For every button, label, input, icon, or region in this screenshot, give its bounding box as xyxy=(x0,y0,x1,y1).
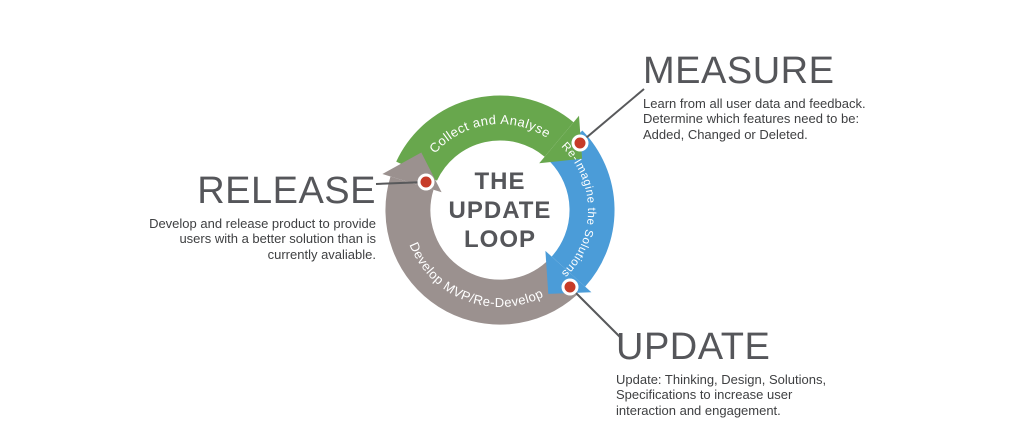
collect-analyse-arrowhead-icon xyxy=(539,115,583,164)
reimagine-solutions-arrowhead-icon xyxy=(545,250,592,294)
measure-description-line-1: Learn from all user data and feedback. xyxy=(643,95,866,111)
center-title-line-1: THE xyxy=(474,168,526,195)
measure-heading: MEASURE xyxy=(643,50,835,92)
measure-callout: MEASURE Learn from all user data and fee… xyxy=(643,50,866,142)
center-title-line-3: LOOP xyxy=(463,226,536,253)
update-description-line-1: Update: Thinking, Design, Solutions, xyxy=(616,371,827,387)
update-marker-dot xyxy=(561,278,579,296)
measure-description: Learn from all user data and feedback. D… xyxy=(643,96,866,143)
release-description-line-1: Develop and release product to provide xyxy=(149,215,376,231)
measure-connector-line xyxy=(579,88,645,144)
develop-mvp-arc xyxy=(385,176,577,325)
loop-center-title: THE UPDATE LOOP xyxy=(420,167,580,254)
release-description-line-3: currently avaliable. xyxy=(267,246,376,262)
measure-marker-dot xyxy=(571,134,589,152)
update-description: Update: Thinking, Design, Solutions, Spe… xyxy=(616,372,826,419)
release-heading: RELEASE xyxy=(197,170,376,212)
update-description-line-3: interaction and engagement. xyxy=(616,402,781,418)
collect-analyse-arc xyxy=(396,95,574,182)
update-callout: UPDATE Update: Thinking, Design, Solutio… xyxy=(616,326,826,418)
release-marker-dot xyxy=(417,173,435,191)
reimagine-solutions-arc xyxy=(549,130,615,287)
measure-description-line-2: Determine which features need to be: xyxy=(643,111,860,127)
update-connector-line xyxy=(569,286,622,339)
update-description-line-2: Specifications to increase user xyxy=(616,387,793,403)
release-description-line-2: users with a better solution than is xyxy=(179,231,376,247)
center-title-line-2: UPDATE xyxy=(448,197,552,224)
update-heading: UPDATE xyxy=(616,326,771,368)
release-callout: RELEASE Develop and release product to p… xyxy=(149,170,376,262)
release-description: Develop and release product to provide u… xyxy=(149,216,376,263)
measure-description-line-3: Added, Changed or Deleted. xyxy=(643,126,808,142)
